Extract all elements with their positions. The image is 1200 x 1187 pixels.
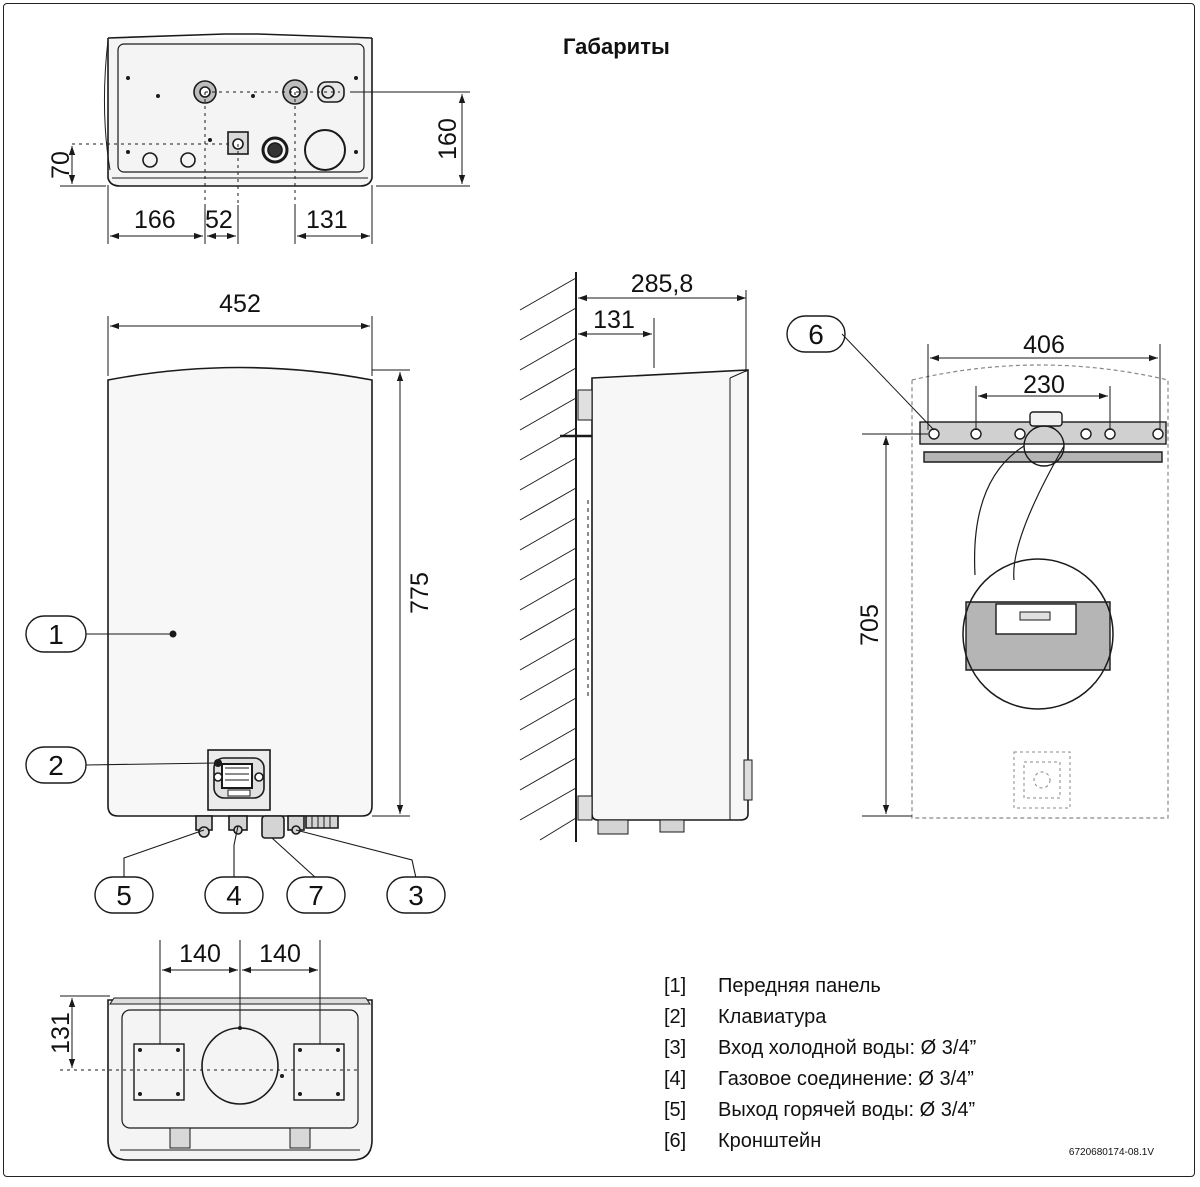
dim-131-top: 131	[306, 206, 348, 234]
side-view	[519, 272, 753, 842]
legend-text-5: Выход горячей воды: Ø 3/4”	[718, 1099, 975, 1121]
keypad	[207, 749, 271, 811]
bottom-view-dimensions	[60, 940, 321, 1068]
top-view	[72, 33, 373, 210]
dim-166: 166	[134, 206, 176, 234]
legend-num-6: [6]	[664, 1130, 686, 1152]
callout-5: 5	[116, 880, 132, 911]
dim-52: 52	[205, 206, 233, 234]
callout-6: 6	[808, 319, 824, 350]
bracket-view	[911, 364, 1169, 819]
dim-131-bottom: 131	[47, 1012, 75, 1054]
callout-2: 2	[48, 750, 64, 781]
legend-num-2: [2]	[664, 1006, 686, 1028]
dim-705: 705	[856, 604, 884, 646]
legend-text-2: Клавиатура	[718, 1006, 827, 1028]
callout-7: 7	[308, 880, 324, 911]
dim-230: 230	[1023, 371, 1065, 399]
callout-bubbles	[25, 315, 846, 914]
dim-70: 70	[47, 151, 75, 179]
front-view	[107, 366, 373, 839]
legend: [1] Передняя панель [2] Клавиатура [3] В…	[664, 975, 976, 1152]
bottom-view	[60, 997, 373, 1161]
dim-131-side: 131	[593, 306, 635, 334]
callout-leaders	[85, 633, 417, 879]
bottom-connections	[195, 815, 339, 839]
drawing-title: Габариты	[563, 34, 670, 59]
legend-text-3: Вход холодной воды: Ø 3/4”	[718, 1037, 976, 1059]
legend-text-1: Передняя панель	[718, 975, 881, 997]
dim-452: 452	[219, 290, 261, 318]
detail-magnifier	[962, 558, 1114, 710]
legend-num-5: [5]	[664, 1099, 686, 1121]
dim-140-right: 140	[259, 940, 301, 968]
dim-140-left: 140	[179, 940, 221, 968]
legend-num-4: [4]	[664, 1068, 686, 1090]
dim-406: 406	[1023, 331, 1065, 359]
legend-text-4: Газовое соединение: Ø 3/4”	[718, 1068, 974, 1090]
bracket-dimensions	[841, 333, 1161, 817]
top-view-dimensions	[60, 91, 470, 244]
legend-num-3: [3]	[664, 1037, 686, 1059]
side-view-dimensions	[578, 290, 747, 372]
wall-hatching	[519, 277, 577, 841]
legend-num-1: [1]	[664, 975, 686, 997]
dim-775: 775	[406, 572, 434, 614]
legend-text-6: Кронштейн	[718, 1130, 821, 1152]
callout-3: 3	[408, 880, 424, 911]
callout-4: 4	[226, 880, 242, 911]
front-view-dimensions	[107, 316, 410, 817]
dim-285-8: 285,8	[631, 270, 694, 298]
drawing-code: 6720680174-08.1V	[1069, 1147, 1154, 1158]
dim-160: 160	[434, 118, 462, 160]
callout-1: 1	[48, 619, 64, 650]
